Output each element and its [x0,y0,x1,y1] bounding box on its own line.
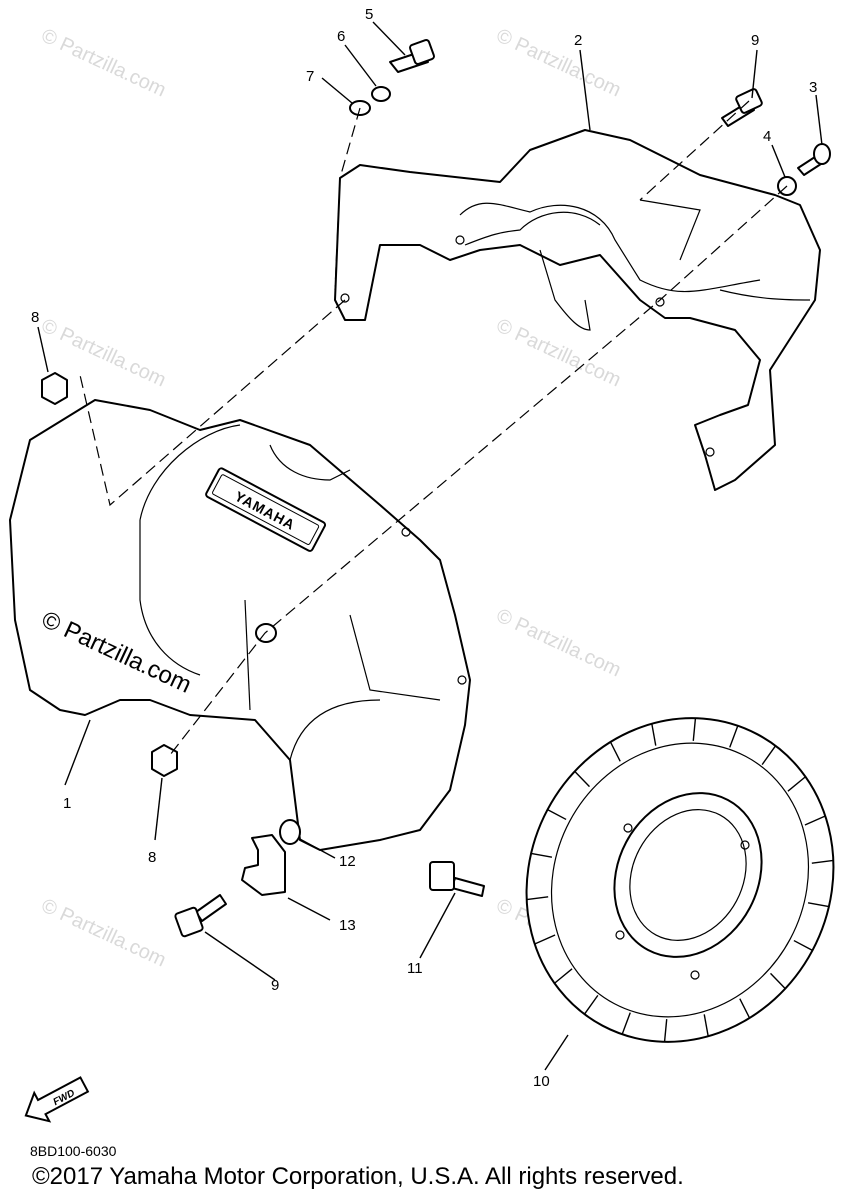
fan-fin [547,808,567,821]
watermark: © Partzilla.com [38,25,169,102]
fan-fin [554,968,573,984]
nut-8-upper [41,372,68,405]
leader-lines [37,21,823,1071]
washer-6 [371,86,391,102]
fan-fin [770,972,786,990]
watermark: © Partzilla.com [493,315,624,392]
callout-8-lower: 8 [148,849,156,866]
fwd-arrow: FWD [24,1076,90,1123]
fan-fin [526,896,549,901]
fan-fin [574,770,590,788]
drawing-code: 8BD100-6030 [30,1143,117,1159]
fan-fin [621,1012,631,1035]
fan-fin [651,723,657,746]
nut-8-lower [151,744,178,777]
callout-5: 5 [365,6,373,23]
fan-fin [609,741,621,762]
fan-fin [761,745,777,766]
screw-3 [797,143,831,176]
callout-13: 13 [339,917,356,934]
fan-fin [692,718,697,741]
callout-3: 3 [809,79,817,96]
bolt-5 [389,39,435,73]
fan-fin [663,1019,668,1042]
fan-fin [583,994,599,1015]
lower-cover: YAMAHA © Partzilla.com [9,399,471,851]
upper-shroud [334,129,821,491]
callout-6: 6 [337,28,345,45]
callout-11: 11 [407,960,423,977]
callout-12: 12 [339,853,356,870]
watermark: © Partzilla.com [38,895,169,972]
callout-8-upper: 8 [31,309,39,326]
bolt-11 [429,861,485,897]
callout-1: 1 [63,795,71,812]
fan-fin [804,815,826,826]
callout-9-upper: 9 [751,32,759,49]
fan-flywheel [525,717,835,1043]
collar-12 [279,819,301,845]
fan-fin [739,998,751,1019]
fan-fin [703,1014,709,1037]
callout-7: 7 [306,68,314,85]
callout-10: 10 [533,1073,550,1090]
callout-labels: 1 2 3 4 5 6 7 8 8 9 9 10 11 12 13 [31,6,817,1090]
assembly-lines [79,100,788,756]
fan-fin [729,725,739,748]
fan-fin [807,902,830,908]
fan-fin [811,859,834,864]
fan-fin [534,934,556,945]
callout-4: 4 [763,128,771,145]
watermark: © Partzilla.com [493,25,624,102]
fan-fin [793,939,813,952]
copyright-notice: ©2017 Yamaha Motor Corporation, U.S.A. A… [32,1163,684,1190]
watermark: © Partzilla.com [493,605,624,682]
callout-2: 2 [574,32,582,49]
fan-fin [530,852,553,858]
callout-9-lower: 9 [271,977,279,994]
bolt-9-lower [174,894,227,938]
fan-fin [787,776,806,792]
clip-13 [241,834,286,896]
